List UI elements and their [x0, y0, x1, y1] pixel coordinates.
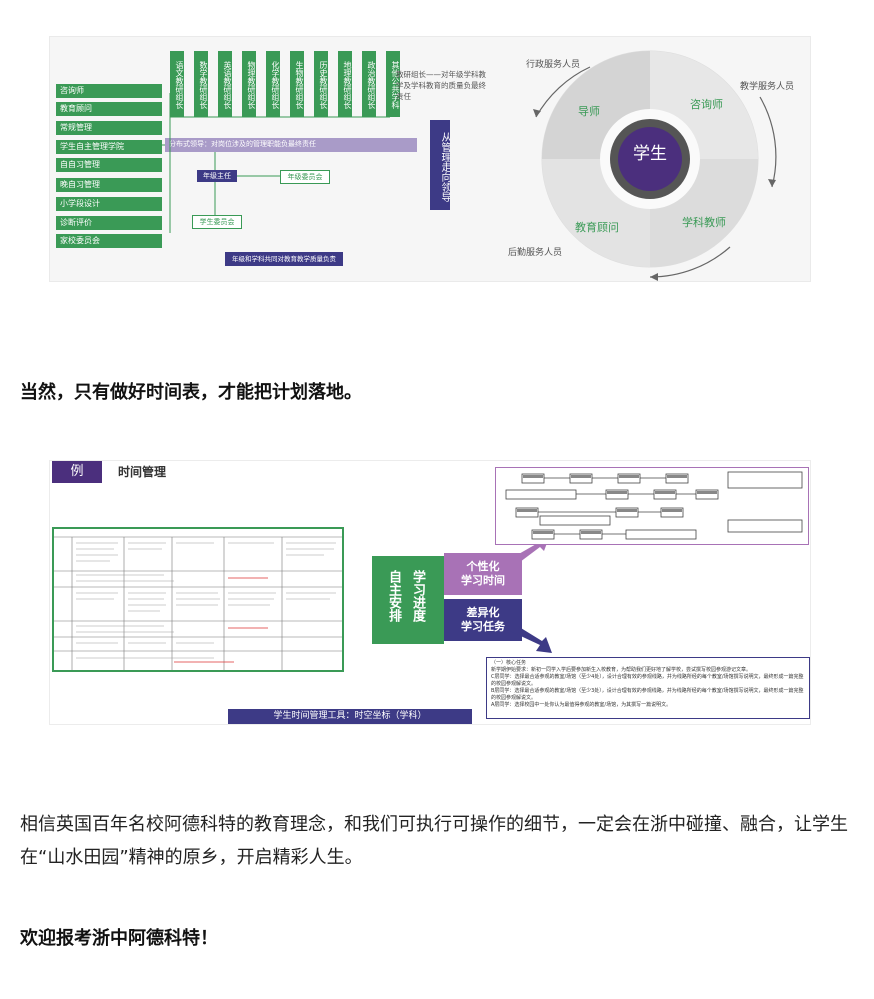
subject-head-column: 数学教研组长	[194, 51, 208, 117]
time-management-figure: 例 时间管理	[49, 460, 811, 725]
advisor-label: 教育顾问	[575, 221, 619, 234]
subject-head-column: 英语教研组长	[218, 51, 232, 117]
student-center-label: 学生	[633, 144, 667, 164]
personalized-time-box: 个性化 学习时间	[444, 553, 522, 595]
left-item: 诊断评价	[56, 216, 162, 230]
distributed-leadership-bar: 分布式领导：对岗位涉及的管理职能负最终责任	[165, 138, 417, 152]
grade-director-box: 年级主任	[197, 170, 237, 182]
subject-head-column: 语文教研组长	[170, 51, 184, 117]
closing-paragraph: 相信英国百年名校阿德科特的教育理念，和我们可执行可操作的细节，一定会在浙中碰撞、…	[20, 814, 848, 868]
weekly-schedule-table	[52, 527, 344, 672]
subject-head-column: 化学教研组长	[266, 51, 280, 117]
core-task-box: （一）核心任务 新学期伊始要求：新初一同学入学后要参加新生入校教育，为帮助我们更…	[486, 657, 810, 719]
core-task-line-4: A层同学：选择校园中一处你认为最值得参观的教室/场馆，为其撰写一篇说明文。	[491, 702, 672, 708]
activity-flow-box	[495, 467, 809, 545]
subject-head-column: 政治教研组长	[362, 51, 376, 117]
grade-committee-box: 年级委员会	[280, 170, 330, 184]
bottom-caption-box: 年级和学科共同对教育教学质量负责	[225, 252, 343, 266]
flow-arrows	[510, 535, 552, 653]
learning-progress-label: 学习进度	[410, 570, 425, 622]
example-tag: 例	[52, 461, 102, 483]
subject-head-column: 其他公共学科	[386, 51, 400, 117]
self-arrangement-label: 自主安排	[386, 570, 401, 622]
left-item: 学生自主管理学院	[56, 140, 162, 154]
figure2-bottom-caption: 学生时间管理工具：时空坐标（学科）	[228, 709, 472, 724]
left-item: 晚自习管理	[56, 178, 162, 192]
left-item: 小学段设计	[56, 197, 162, 211]
subject-head-column: 历史教研组长	[314, 51, 328, 117]
schedule-grid	[54, 536, 342, 670]
core-task-heading: （一）核心任务	[491, 660, 527, 666]
counselor-label: 咨询师	[690, 98, 723, 111]
logistics-staff-label: 后勤服务人员	[508, 248, 563, 258]
left-item: 教育顾问	[56, 102, 162, 116]
org-structure-figure: 咨询师教育顾问常规管理学生自主管理学院自自习管理晚自习管理小学段设计诊断评价家校…	[49, 36, 811, 282]
left-item: 家校委员会	[56, 234, 162, 248]
teaching-staff-label: 教学服务人员	[740, 82, 795, 92]
subject-head-column: 物理教研组长	[242, 51, 256, 117]
subject-teacher-label: 学科教师	[682, 216, 726, 229]
differentiated-task-box: 差异化 学习任务	[444, 599, 522, 641]
core-task-line-2: C层同学：选择最合适参观的教室/场馆（至少4处），设计合理有效的参观线路，并为线…	[491, 674, 804, 687]
welcome-statement: 欢迎报考浙中阿德科特！	[20, 928, 218, 949]
core-task-line-3: B层同学：选择最合适参观的教室/场馆（至少3处），设计合理有效的参观线路，并为线…	[491, 688, 804, 701]
core-task-line-1: 新学期伊始要求：新初一同学入学后要参加新生入校教育，为帮助我们更好地了解学校，尝…	[491, 667, 752, 673]
student-circle-diagram	[533, 50, 777, 281]
subject-head-column: 生物教研组长	[290, 51, 304, 117]
left-item: 自自习管理	[56, 158, 162, 172]
management-to-leadership-box: 从管理走向领导	[430, 120, 450, 210]
figure2-title: 时间管理	[118, 465, 167, 479]
admin-staff-label: 行政服务人员	[526, 60, 581, 70]
timetable-statement: 当然，只有做好时间表，才能把计划落地。	[20, 382, 362, 403]
org-connector-lines	[162, 93, 390, 233]
tutor-label: 导师	[578, 105, 600, 118]
group-leader-note: 教研组长——对年级学科教学及学科教育的质量负最终责任	[396, 70, 486, 101]
student-committee-box: 学生委员会	[192, 215, 242, 229]
self-arrangement-block: 自主安排 学习进度	[372, 556, 444, 644]
left-item: 咨询师	[56, 84, 162, 98]
activity-flow-chart	[505, 471, 803, 540]
subject-head-column: 地理教研组长	[338, 51, 352, 117]
left-item: 常规管理	[56, 121, 162, 135]
